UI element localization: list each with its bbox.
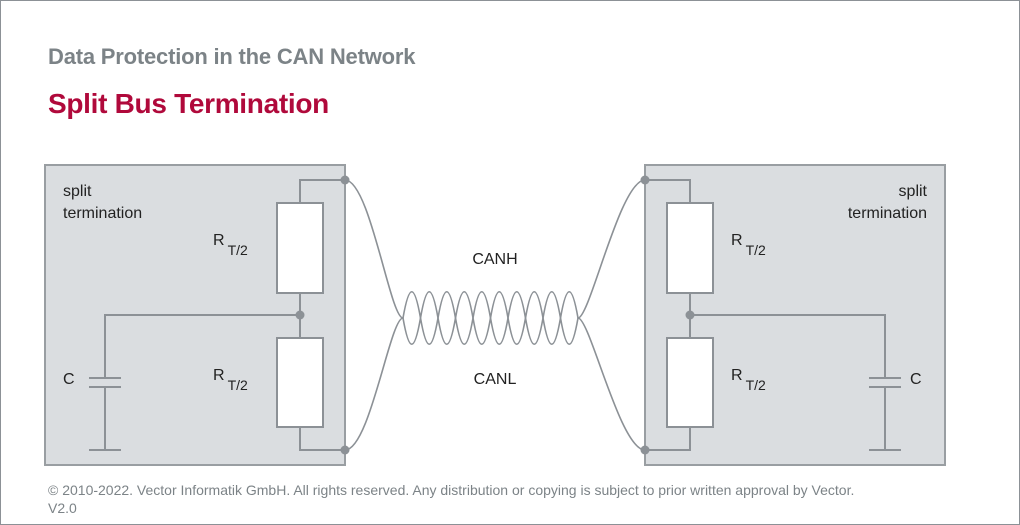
left-node-label-line2: termination [63, 205, 142, 222]
right-resistor-top [666, 202, 714, 294]
version-label: V2.0 [48, 500, 77, 516]
left-capacitor-label: C [63, 371, 75, 388]
left-node-wiring [89, 179, 345, 451]
right-resistor-bottom [666, 337, 714, 428]
left-termination-node: split termination RT/2 RT/2 C [44, 164, 350, 466]
right-midpoint-node [685, 310, 695, 320]
right-node-wiring [645, 179, 901, 451]
left-midpoint-node [295, 310, 305, 320]
right-node-label-line2: termination [848, 205, 927, 222]
canl-wire [344, 291, 646, 451]
left-resistor-top-label: RT/2 [213, 232, 248, 258]
footer: © 2010-2022. Vector Informatik GmbH. All… [48, 481, 854, 517]
canl-label: CANL [474, 371, 517, 388]
right-resistor-top-label: RT/2 [731, 232, 766, 258]
slide-title: Split Bus Termination [48, 88, 329, 119]
canh-label: CANH [472, 251, 517, 268]
copyright-notice: © 2010-2022. Vector Informatik GmbH. All… [48, 482, 855, 498]
right-resistor-bottom-label: RT/2 [731, 367, 766, 393]
left-resistor-bottom-label: RT/2 [213, 367, 248, 393]
left-resistor-top [276, 202, 324, 294]
slide-subtitle: Data Protection in the CAN Network [48, 44, 416, 69]
right-node-label-line1: split [899, 183, 928, 200]
left-node-label-line1: split [63, 183, 92, 200]
right-capacitor-label: C [910, 371, 922, 388]
twisted-pair-bus [344, 179, 646, 451]
left-resistor-bottom [276, 337, 324, 428]
right-termination-node: split termination RT/2 RT/2 C [640, 164, 946, 466]
